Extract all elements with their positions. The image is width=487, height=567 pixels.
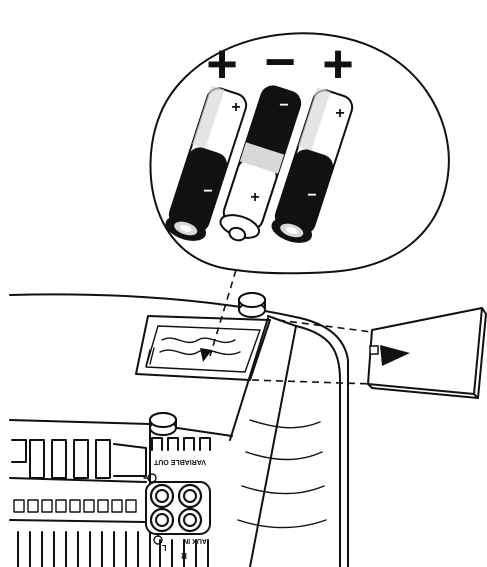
battery-right-top-mark: + — [335, 105, 344, 122]
polarity-right: + — [322, 34, 354, 94]
battery-middle — [219, 85, 302, 242]
heat-sink-ribs — [9, 439, 209, 567]
cover-leader-bottom — [251, 379, 373, 385]
left-channel-label: L — [161, 543, 166, 552]
battery-middle-top-mark: − — [279, 97, 288, 114]
rca-jack-panel — [145, 481, 211, 535]
insert-arrow-icon — [200, 348, 212, 362]
rca-jack-top-right — [177, 483, 203, 509]
magnified-battery-view: + − + + − − + — [149, 32, 450, 275]
rca-jack-top-left — [149, 483, 175, 509]
device-body: VARIABLE OUT AUX IN L R — [9, 292, 349, 567]
battery-right-bottom-mark: − — [307, 187, 316, 204]
panel-button — [149, 412, 177, 436]
battery-compartment — [135, 315, 271, 381]
battery-left-bottom-mark: − — [203, 183, 212, 200]
rca-jack-bottom-right — [177, 507, 203, 533]
battery-left — [165, 85, 248, 241]
battery-right — [271, 87, 354, 243]
battery-cover — [367, 307, 487, 399]
polarity-left: + — [206, 34, 238, 94]
rca-jack-bottom-left — [149, 507, 175, 533]
right-channel-label: R — [181, 551, 187, 560]
release-knob — [238, 292, 266, 318]
variable-out-label: VARIABLE OUT — [153, 458, 206, 465]
battery-middle-bottom-mark: + — [250, 189, 259, 206]
aux-in-label: AUX IN — [183, 537, 207, 544]
cover-leader-top — [277, 319, 373, 333]
polarity-middle: − — [264, 32, 296, 92]
battery-left-top-mark: + — [231, 99, 240, 116]
slide-arrow-icon — [380, 345, 410, 366]
leader-line — [209, 269, 237, 357]
